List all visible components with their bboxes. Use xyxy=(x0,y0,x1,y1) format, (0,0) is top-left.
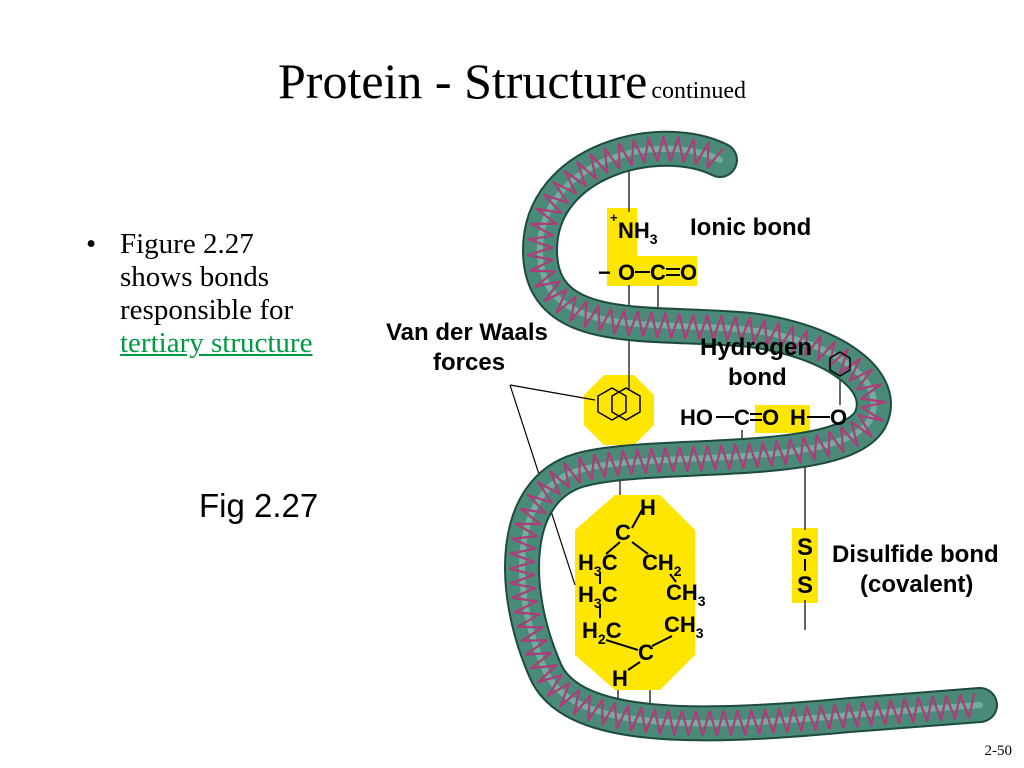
bullet-line-2: shows bonds xyxy=(120,261,270,293)
oxygen-h2: O xyxy=(830,405,847,430)
c-top: C xyxy=(615,520,631,545)
helix-zigzag xyxy=(508,135,976,737)
hydrogen-label-line-1: Hydrogen xyxy=(700,334,812,361)
bullet-item: • Figure 2.27 shows bonds responsible fo… xyxy=(86,228,386,360)
c-bot: C xyxy=(638,640,654,665)
h-top: H xyxy=(640,495,656,520)
nh3-text: NH3 xyxy=(618,218,658,247)
hydrophobic-highlight xyxy=(575,495,695,690)
bullet-line-3: responsible for xyxy=(120,294,294,326)
hydrogen-highlight xyxy=(755,405,810,433)
alpha-helix-coil xyxy=(508,135,976,737)
ionic-bond-label: Ionic bond xyxy=(690,214,811,241)
bullet-line-1: Figure 2.27 xyxy=(120,228,254,260)
figure-caption: Fig 2.27 xyxy=(199,487,319,524)
bullet-list: • Figure 2.27 shows bonds responsible fo… xyxy=(86,228,386,360)
hydrogen-atom: H xyxy=(790,405,806,430)
sulfur-1: S xyxy=(797,534,813,561)
vdw-label-line-2: forces xyxy=(433,349,505,376)
bullet-dot: • xyxy=(86,228,97,260)
benzene-highlight xyxy=(584,375,654,445)
ionic-bond-group: + NH3 − O C O Ionic bond xyxy=(598,210,811,285)
ionic-highlight xyxy=(607,256,697,286)
oxygen-right: O xyxy=(680,260,697,285)
van-der-waals-label: Van der Waals forces xyxy=(386,319,548,376)
polypeptide-chain xyxy=(510,137,980,736)
protein-tertiary-structure-figure: + NH3 − O C O Ionic bond Van der Waals f… xyxy=(386,130,999,750)
ch3-2: CH3 xyxy=(664,612,704,641)
carbon-carboxyl: C xyxy=(650,260,666,285)
disulfide-bond-group: S S Disulfide bond (covalent) xyxy=(797,534,999,599)
title-main: Protein - Structure xyxy=(277,53,648,109)
highlight-regions xyxy=(575,208,818,690)
vdw-pointer xyxy=(509,384,596,401)
oxygen-left: O xyxy=(618,260,635,285)
disulfide-label-line-1: Disulfide bond xyxy=(832,541,999,568)
ch3-1: CH3 xyxy=(666,580,706,609)
nh3-highlight xyxy=(607,208,637,258)
page-number: 2-50 xyxy=(984,743,1013,759)
sulfur-2: S xyxy=(797,572,813,599)
hydroxyl-text: HO xyxy=(680,405,713,430)
benzene-ring-icon xyxy=(597,387,641,421)
hydrogen-bond-group: Hydrogen bond HO C O H O xyxy=(680,334,851,430)
title-suffix: continued xyxy=(651,78,746,104)
oxygen-h1: O xyxy=(762,405,779,430)
minus-charge: − xyxy=(598,260,611,285)
vdw-label-line-1: Van der Waals xyxy=(386,319,548,346)
hydrophobic-chain-group: H C H3C CH2 H3C CH3 H2C CH3 C H xyxy=(578,495,706,691)
h2c: H2C xyxy=(582,618,622,647)
h3c-2: H3C xyxy=(578,582,618,611)
chain-bonds xyxy=(599,509,677,671)
carbon-h: C xyxy=(734,405,750,430)
hydrogen-label-line-2: bond xyxy=(728,364,787,391)
tertiary-structure-link[interactable]: tertiary structure xyxy=(120,327,313,359)
disulfide-label-line-2: (covalent) xyxy=(860,571,973,598)
plus-charge: + xyxy=(610,210,618,225)
slide-title: Protein - Structure continued xyxy=(0,52,1024,110)
h3c-1: H3C xyxy=(578,550,618,579)
h-bot: H xyxy=(612,666,628,691)
phenol-ring-icon xyxy=(829,351,851,377)
